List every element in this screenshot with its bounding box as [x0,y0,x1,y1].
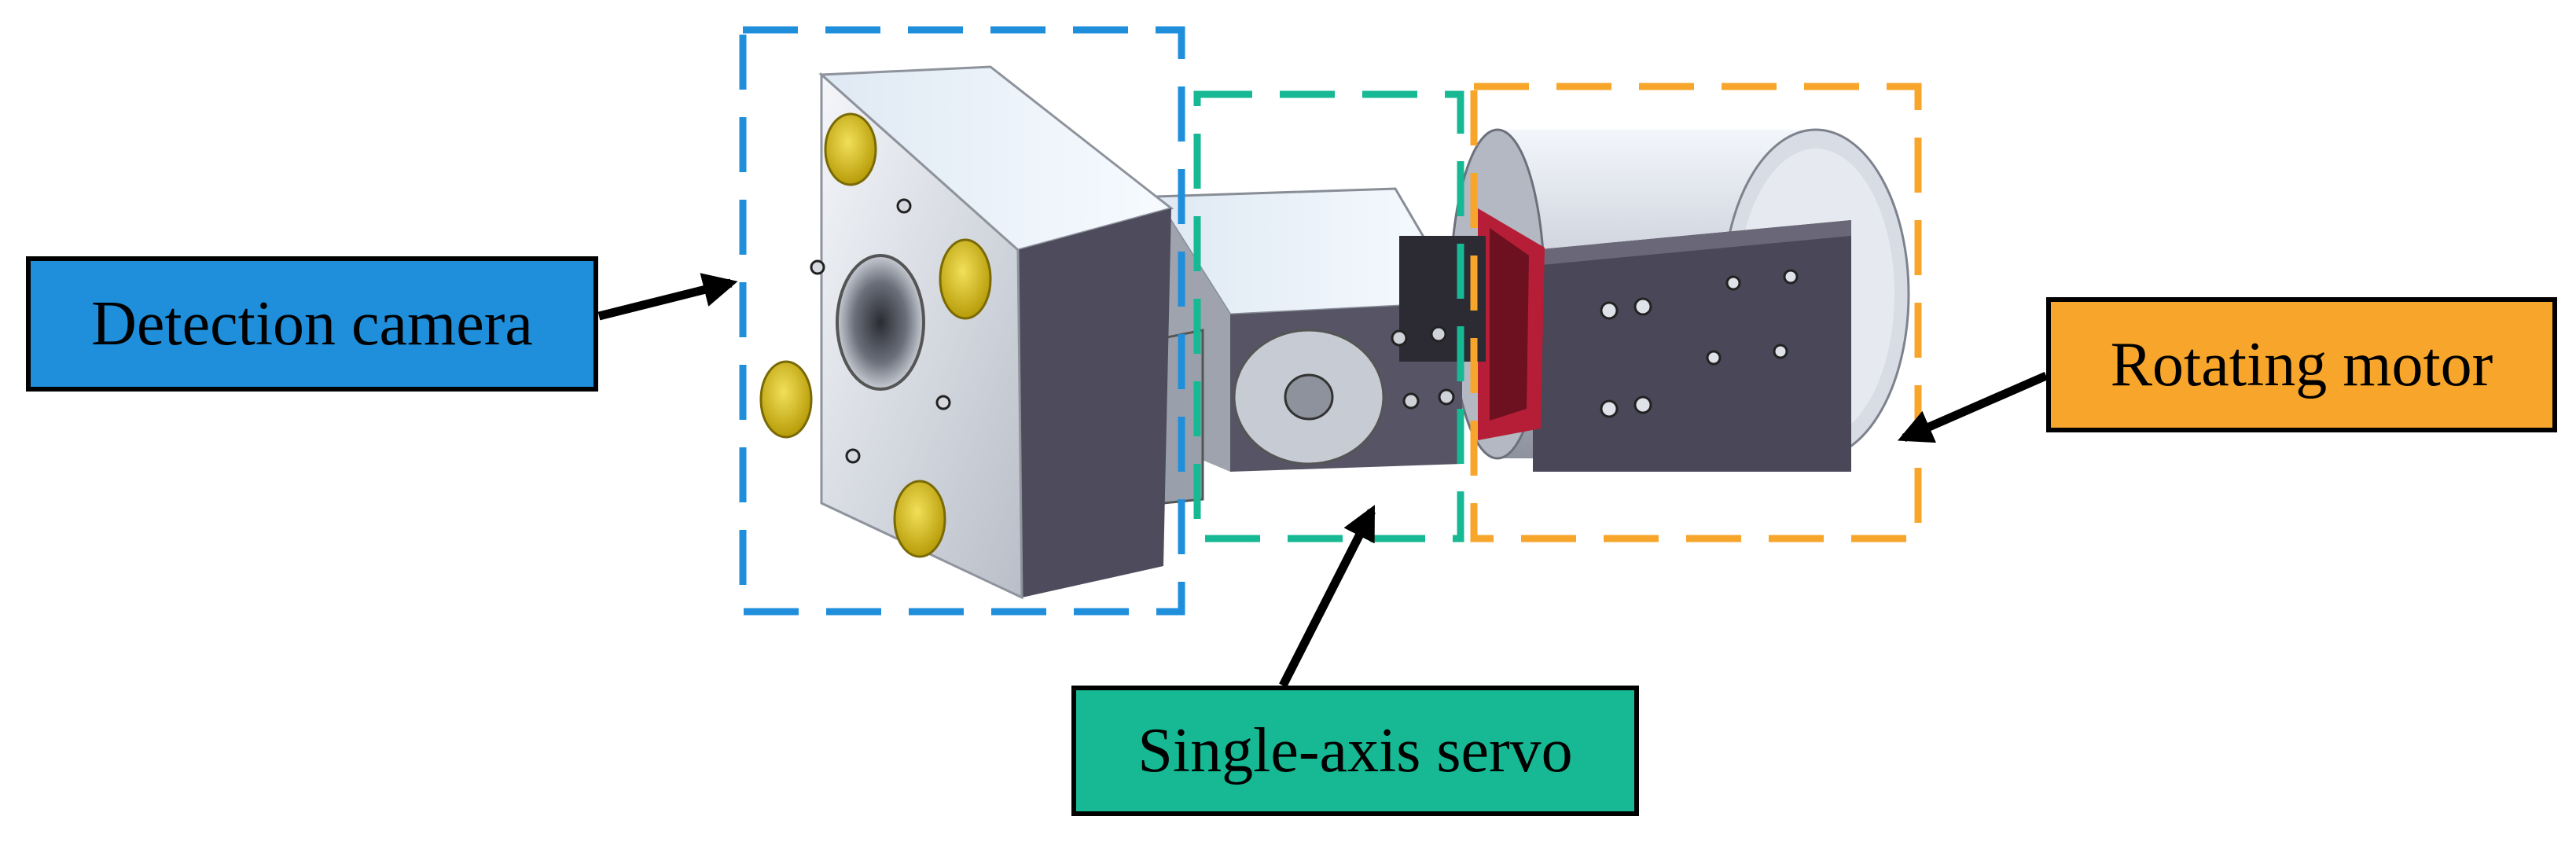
servo-screws [1391,325,1455,410]
camera-arrow [597,273,738,321]
rotating-motor-body [1449,128,1910,472]
single-axis-servo-body [1083,187,1486,513]
camera-highlight-box [739,26,1185,616]
detection-camera-label: Detection camera [26,256,598,392]
camera-yellow-pads [759,112,992,558]
detection-camera-body [759,65,1174,600]
motor-highlight-box [1470,83,1922,542]
motor-arrow [1897,371,2049,443]
rotating-motor-label: Rotating motor [2046,297,2557,432]
camera-lens-icon [836,254,925,391]
servo-highlight-box [1193,90,1464,542]
motor-bolt-holes [1600,269,1799,418]
camera-screws [810,198,951,464]
servo-arrow [1279,505,1376,688]
single-axis-servo-label: Single-axis servo [1071,686,1639,816]
